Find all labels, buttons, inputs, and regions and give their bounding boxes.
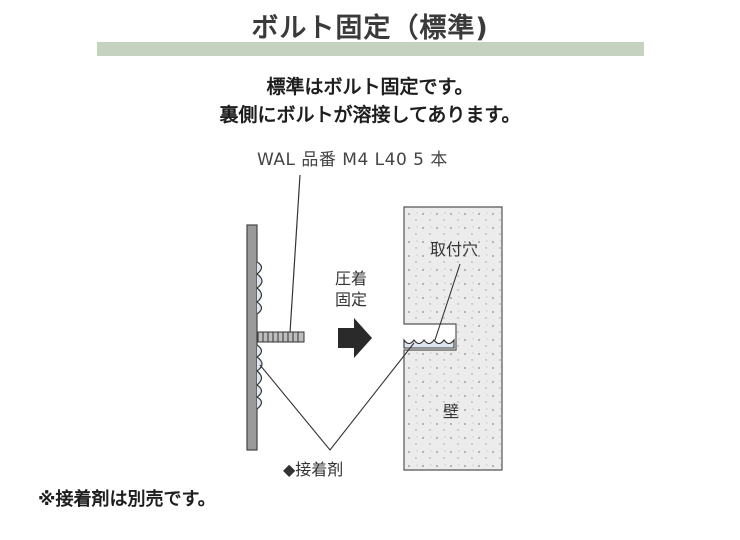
adhesive-note: ※接着剤は別売です。 xyxy=(38,489,216,510)
hole-leader-line xyxy=(434,263,461,341)
press-label-line-2: 固定 xyxy=(335,290,368,309)
wall-label: 壁 xyxy=(443,402,460,421)
bolt-leader-line xyxy=(289,174,301,334)
panel-plate xyxy=(246,224,258,451)
adhesive-leader-lines xyxy=(259,342,415,451)
description-line-2: 裏側にボルトが溶接してあります。 xyxy=(219,104,521,126)
press-fix-label: 圧着 固定 xyxy=(335,268,367,310)
description-line-1: 標準はボルト固定です。 xyxy=(266,76,474,98)
mounting-hole-label: 取付穴 xyxy=(430,240,479,259)
press-arrow-icon xyxy=(338,318,372,358)
adhesive-blobs-panel xyxy=(255,261,263,410)
bolt xyxy=(257,331,305,343)
title-underline-bar xyxy=(97,42,644,56)
bolt-spec-label: WAL 品番 M4 L40 5 本 xyxy=(257,150,448,170)
adhesive-label: ◆接着剤 xyxy=(283,460,344,479)
press-label-line-1: 圧着 xyxy=(335,269,368,288)
page-title: ボルト固定（標準) xyxy=(251,13,489,44)
adhesive-blobs-hole xyxy=(403,338,455,349)
